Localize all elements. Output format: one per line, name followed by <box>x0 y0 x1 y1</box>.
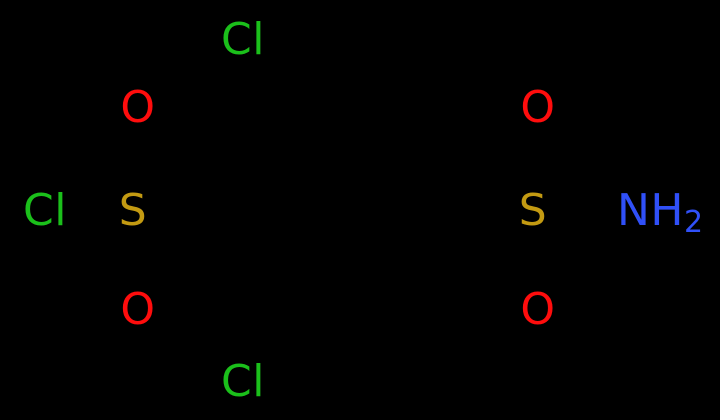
atom-label-oxygen-right-top: O <box>520 82 556 133</box>
ring-inner-bond-lower-right <box>367 305 461 361</box>
atom-label-chlorine-sulfonyl: Cl <box>23 185 67 236</box>
bond-sulfur-right-oxygen-bottom-a <box>521 233 531 287</box>
atom-label-sulfur-right: S <box>518 185 548 236</box>
atom-label-oxygen-left-bottom: O <box>120 284 156 335</box>
atom-label-oxygen-left-top: O <box>120 82 156 133</box>
ring-inner-bond-upper-right <box>367 59 461 115</box>
bond-sulfur-right-oxygen-top-b <box>539 134 550 190</box>
bond-sulfur-right-oxygen-bottom-b <box>539 233 550 287</box>
bond-ring-to-sulfur-right <box>467 207 515 214</box>
amine-hydrogen-count-subscript: 2 <box>683 205 704 240</box>
atom-label-oxygen-right-bottom: O <box>520 284 556 335</box>
atom-label-sulfur-left: S <box>118 185 148 236</box>
bond-ring-to-sulfur-left <box>157 207 246 214</box>
bond-sulfur-left-oxygen-top-a <box>121 133 131 189</box>
atom-label-amine-nh2: NH2 <box>617 189 703 238</box>
atom-label-chlorine-ring-top: Cl <box>221 14 265 65</box>
benzene-ring <box>240 36 473 384</box>
bond-sulfur-left-oxygen-top-b <box>139 134 150 190</box>
amine-element-symbol: NH <box>616 185 684 236</box>
bond-sulfur-left-oxygen-bottom-b <box>139 233 150 287</box>
bond-sulfur-right-oxygen-top-a <box>521 133 531 189</box>
atom-label-chlorine-ring-bottom: Cl <box>221 356 265 407</box>
bond-sulfur-left-oxygen-bottom-a <box>121 233 131 287</box>
